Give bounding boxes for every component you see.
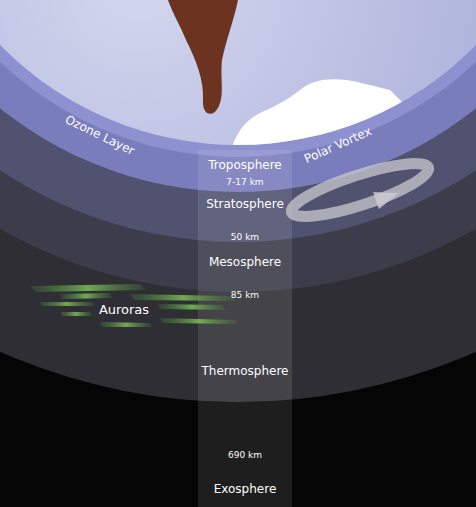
altitude-label: 85 km (231, 291, 259, 301)
aurora-streaks (30, 284, 238, 327)
stratosphere-band (0, 0, 476, 242)
altitude-label: 7-17 km (226, 178, 263, 188)
troposphere-band (0, 0, 476, 157)
continent (168, 0, 238, 114)
layer-name: Exosphere (214, 483, 277, 496)
layer-column (198, 150, 292, 507)
layer-name: Mesosphere (209, 256, 281, 269)
altitude-label: 50 km (231, 233, 259, 243)
altitude-label: 690 km (228, 451, 262, 461)
layer-name: Troposphere (208, 159, 281, 172)
layer-name: Thermosphere (202, 365, 289, 378)
region-label: Auroras (99, 303, 149, 317)
polar-vortex-arrow (287, 153, 436, 235)
layer-name: Stratosphere (206, 198, 284, 211)
